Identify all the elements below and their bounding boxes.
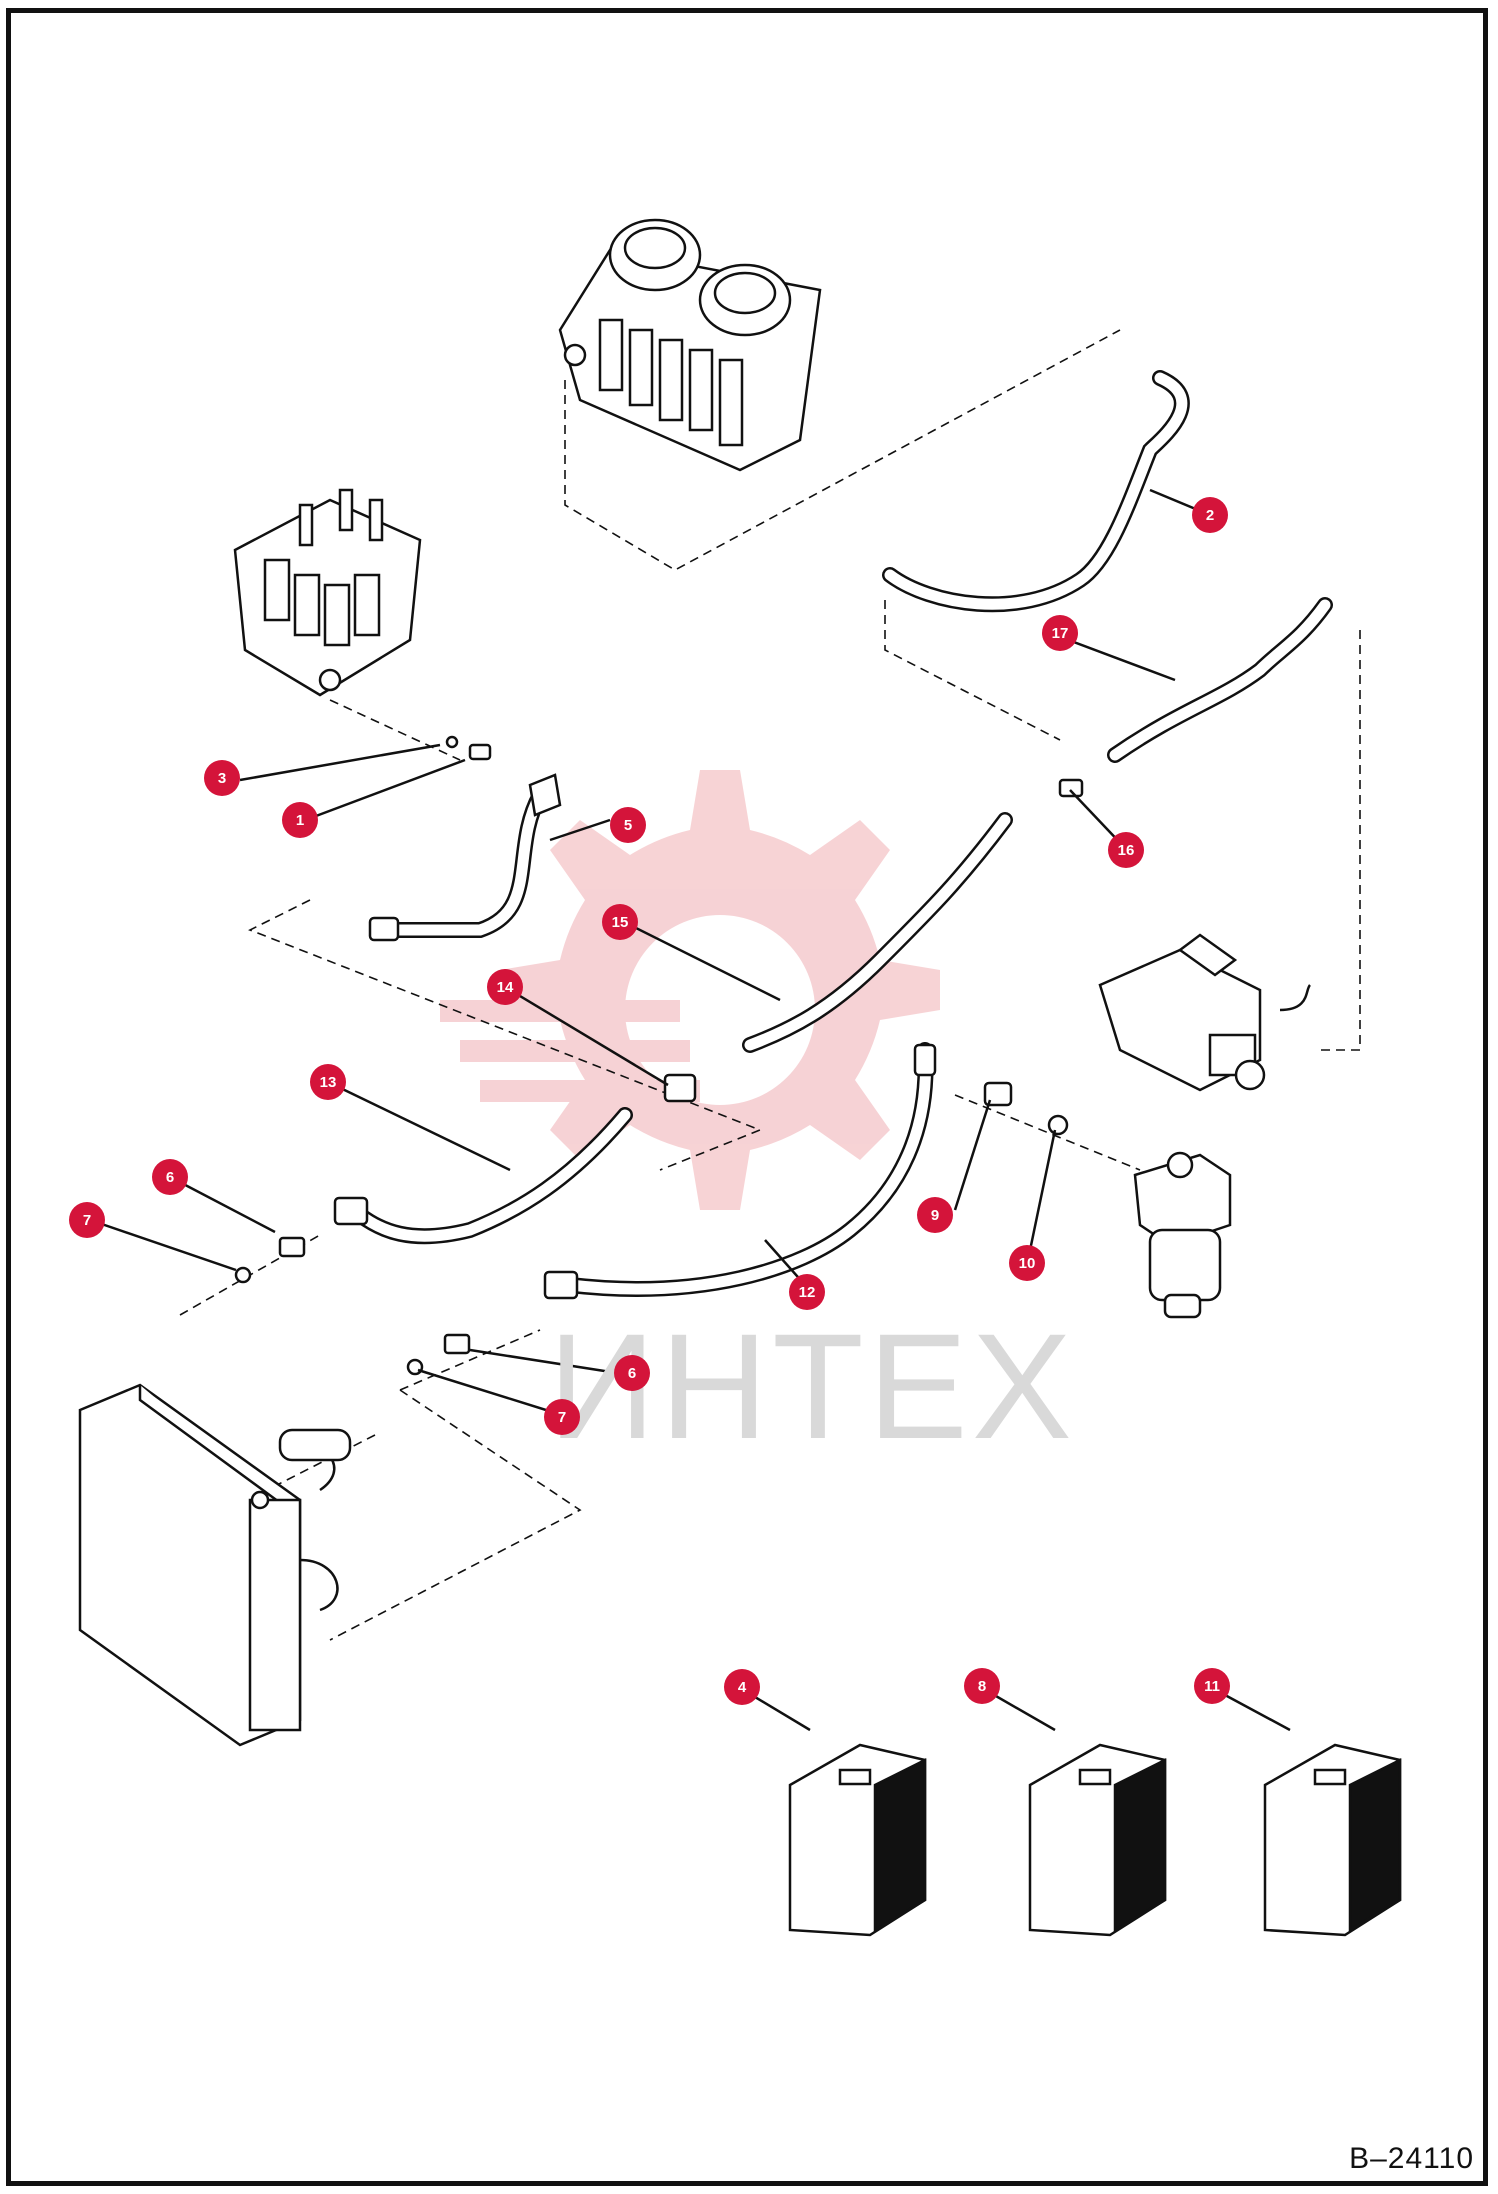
o-ring-10: [1047, 1114, 1069, 1136]
elbow-12-end: [543, 1270, 579, 1300]
main-control-valve-icon: [558, 218, 822, 472]
callout-17[interactable]: 17: [1042, 615, 1078, 651]
callout-6-lower[interactable]: 6: [614, 1355, 650, 1391]
fittings: [234, 735, 1084, 1376]
parts-kit-boxes: [788, 1743, 1402, 1937]
callout-4[interactable]: 4: [724, 1669, 760, 1705]
callout-2[interactable]: 2: [1192, 497, 1228, 533]
callout-7-lower[interactable]: 7: [544, 1399, 580, 1435]
fitting-14: [663, 1073, 697, 1103]
callout-6-upper[interactable]: 6: [152, 1159, 188, 1195]
hoses: [352, 370, 1333, 1297]
callout-5[interactable]: 5: [610, 807, 646, 843]
fitting-9: [983, 1081, 1013, 1107]
callout-15[interactable]: 15: [602, 904, 638, 940]
callout-14[interactable]: 14: [487, 969, 523, 1005]
callout-10[interactable]: 10: [1009, 1245, 1045, 1281]
elbow-13-end: [333, 1196, 369, 1226]
figure-number: B–24110: [1349, 2142, 1474, 2175]
drawing-frame: [6, 8, 1488, 2186]
oil-cooler-radiator-icon: [78, 1383, 352, 1747]
o-ring-3: [445, 735, 459, 749]
solenoid-valve-icon: [1098, 933, 1312, 1092]
callout-12[interactable]: 12: [789, 1274, 825, 1310]
elbow-5-end: [368, 916, 400, 942]
callout-7-upper[interactable]: 7: [69, 1202, 105, 1238]
fitting-6-lower: [443, 1333, 471, 1355]
fitting-6-upper: [278, 1236, 306, 1258]
auxiliary-valve-block-icon: [233, 488, 422, 697]
callout-1[interactable]: 1: [282, 802, 318, 838]
callout-16[interactable]: 16: [1108, 832, 1144, 868]
callout-9[interactable]: 9: [917, 1197, 953, 1233]
parts-kit-box-icon: [1028, 1743, 1167, 1937]
parts-kit-box-icon: [1263, 1743, 1402, 1937]
gear-logo-icon: [440, 770, 940, 1210]
o-ring-7-upper: [234, 1266, 252, 1284]
callout-13[interactable]: 13: [310, 1064, 346, 1100]
elbow-5: [528, 773, 562, 817]
callout-3[interactable]: 3: [204, 760, 240, 796]
callout-11[interactable]: 11: [1194, 1668, 1230, 1704]
callout-8[interactable]: 8: [964, 1668, 1000, 1704]
elbow-12-top: [913, 1043, 937, 1077]
parts-kit-box-icon: [788, 1743, 927, 1937]
fitting-1: [468, 743, 492, 761]
oil-filter-icon: [1133, 1151, 1232, 1319]
fitting-16: [1058, 778, 1084, 798]
